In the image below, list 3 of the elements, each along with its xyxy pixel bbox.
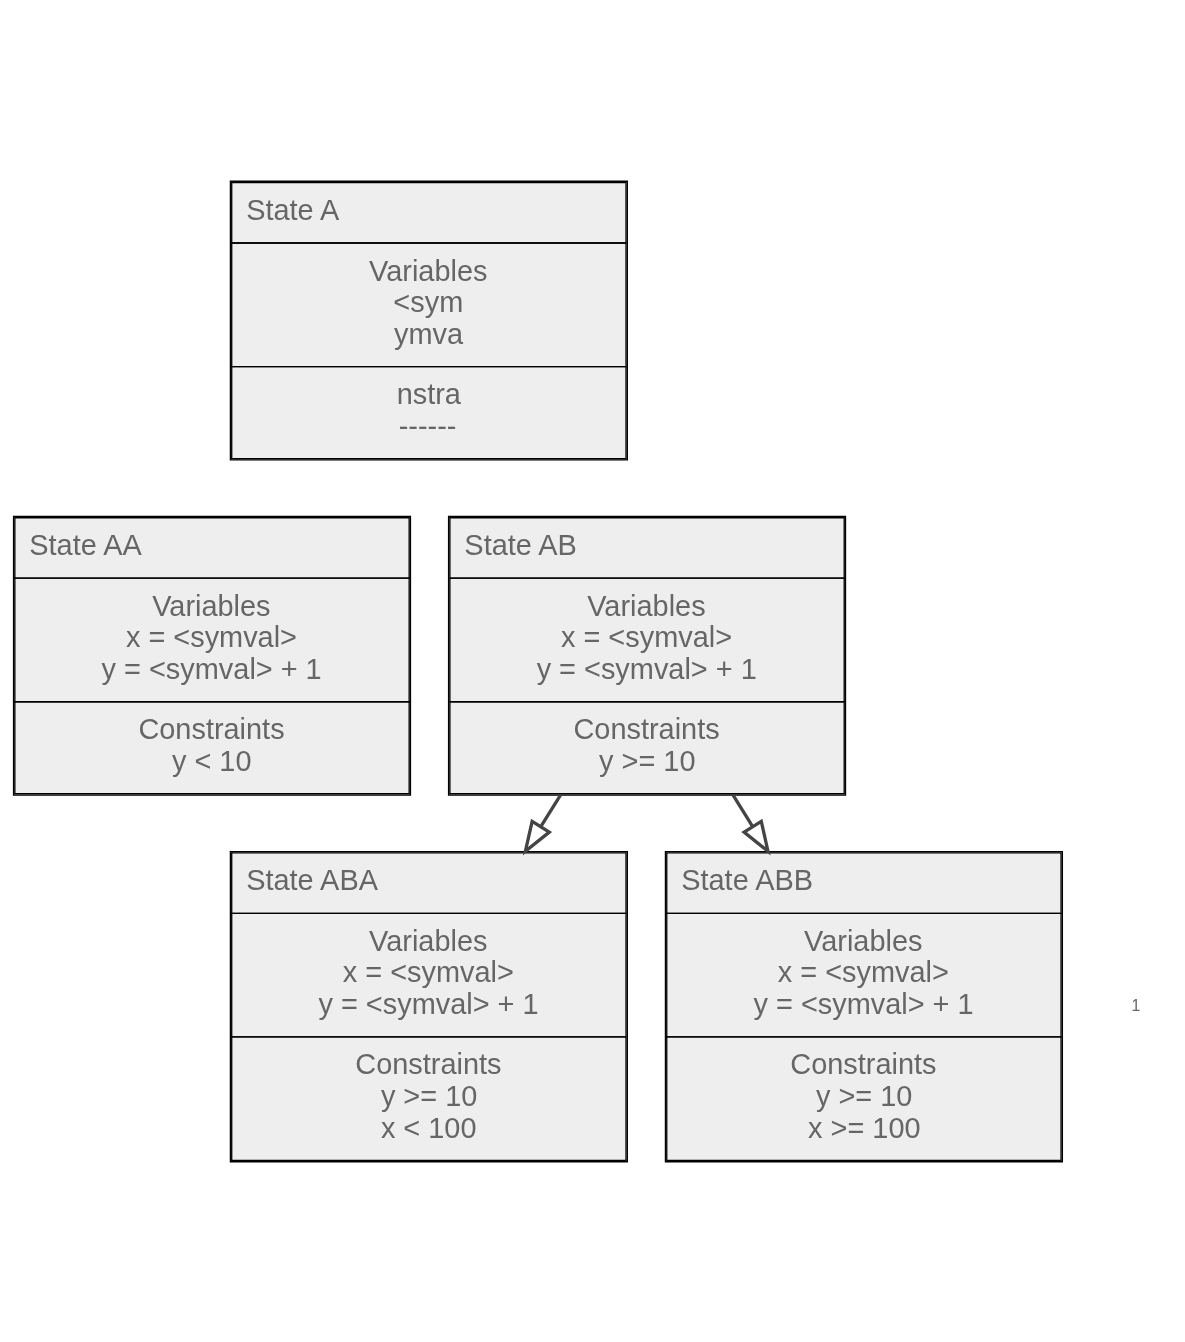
arrow [731,793,771,855]
arrow [522,793,562,855]
label: 1 [1131,996,1141,1014]
